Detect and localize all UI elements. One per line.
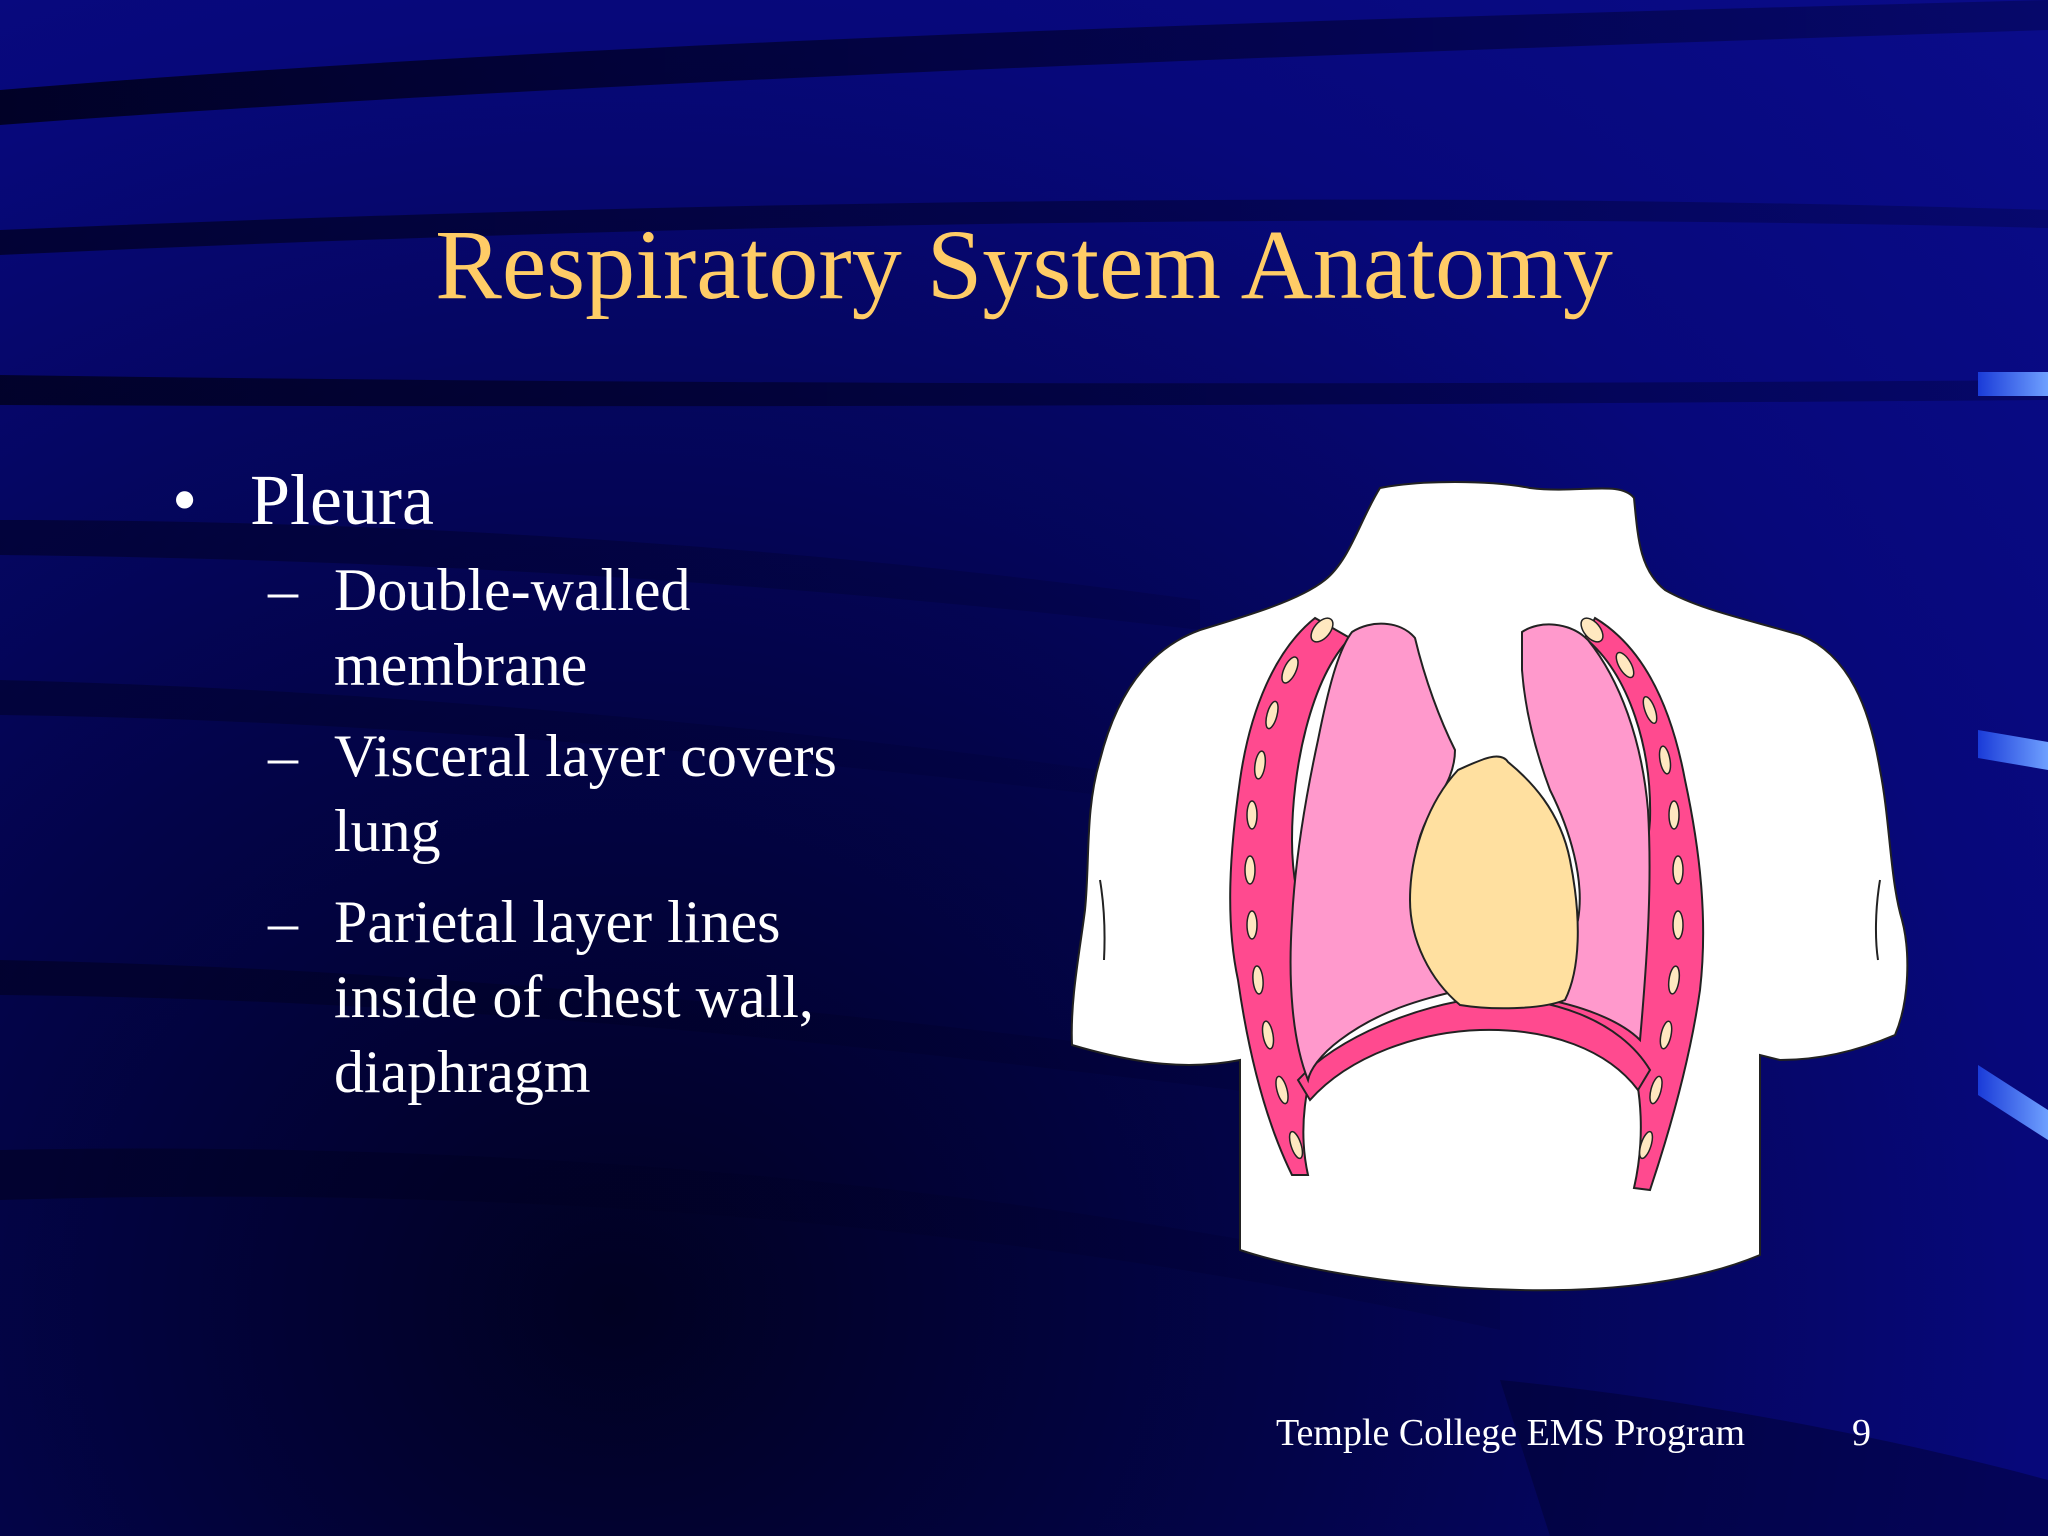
bullet-marker: • xyxy=(172,460,198,540)
sub-bullet-line: inside of chest wall, xyxy=(334,964,814,1030)
sub-bullet-line: Parietal layer lines xyxy=(334,889,781,955)
slide-title: Respiratory System Anatomy xyxy=(435,209,1613,320)
bullet-text: Pleura xyxy=(250,460,434,540)
sub-bullet-marker: – xyxy=(268,723,298,789)
right-lung xyxy=(1521,623,1651,1043)
sub-bullet-line: Visceral layer covers xyxy=(334,723,837,789)
torso-lungs-illustration xyxy=(1070,481,1909,1292)
sub-bullet-line: Double-walled xyxy=(334,557,691,623)
bullet-list: • Pleura – Double-walled membrane – Visc… xyxy=(172,455,972,1126)
diaphragm-pleura xyxy=(1296,996,1652,1102)
heart xyxy=(1408,755,1579,1010)
sub-bullet-marker: – xyxy=(268,557,298,623)
sub-bullet-item: – Double-walled membrane xyxy=(268,553,972,703)
sub-bullet-line: diaphragm xyxy=(334,1039,591,1105)
right-ribs xyxy=(1580,617,1684,1160)
sub-bullet-item: – Visceral layer covers lung xyxy=(268,719,972,869)
page-number: 9 xyxy=(1852,1412,1871,1454)
sub-bullet-line: membrane xyxy=(334,632,588,698)
sub-bullet-line: lung xyxy=(334,798,441,864)
footer-program: Temple College EMS Program xyxy=(1276,1412,1746,1454)
left-ribs xyxy=(1244,617,1334,1160)
sub-bullet-list: – Double-walled membrane – Visceral laye… xyxy=(172,553,972,1110)
left-lung xyxy=(1289,622,1462,1084)
sub-bullet-marker: – xyxy=(268,889,298,955)
bullet-item-pleura: • Pleura xyxy=(172,455,972,545)
sub-bullet-item: – Parietal layer lines inside of chest w… xyxy=(268,885,972,1110)
